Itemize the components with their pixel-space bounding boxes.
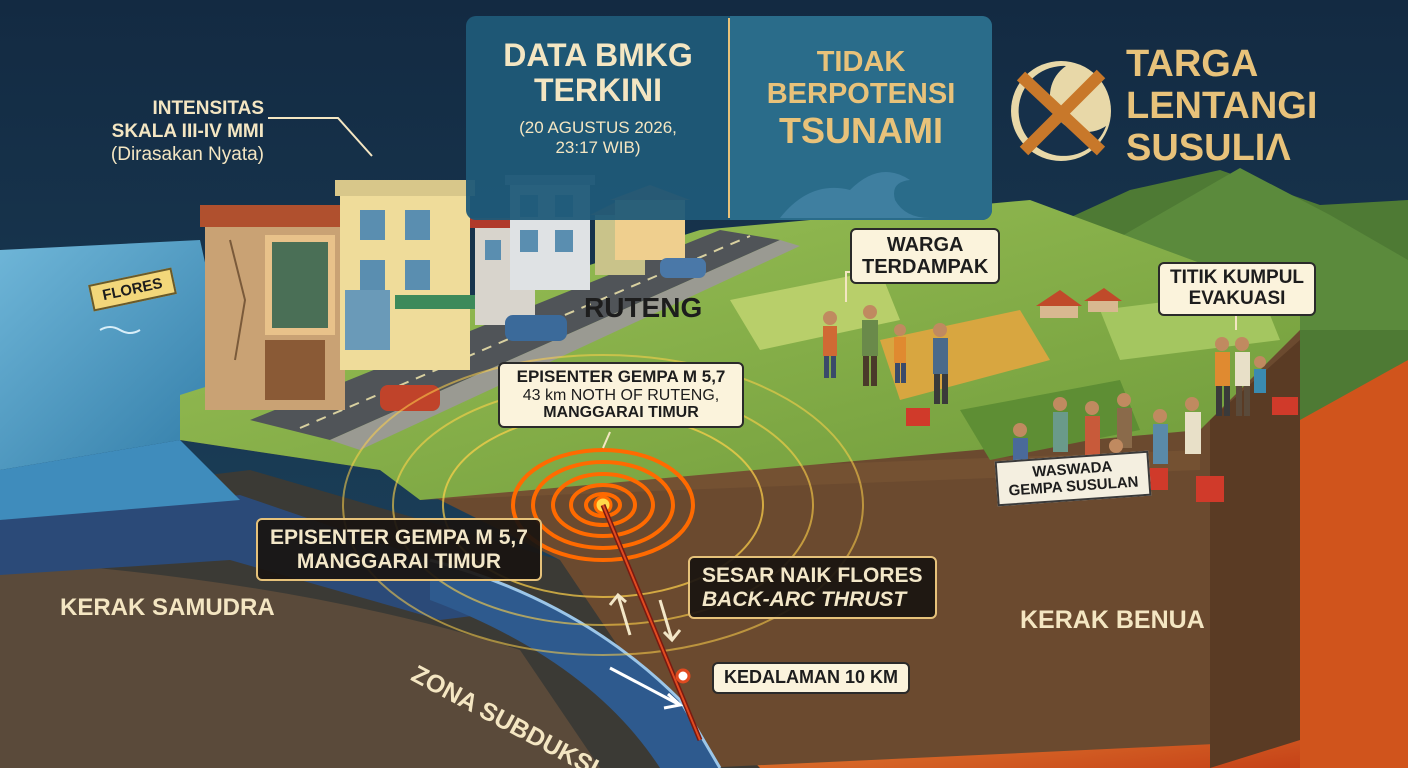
brand-line1: TARGA	[1126, 43, 1259, 85]
fault-arrow-icon	[608, 592, 682, 643]
mantle-right	[1300, 360, 1408, 768]
sesar-line2: BACK-ARC THRUST	[702, 587, 907, 611]
epicenter-rings	[511, 448, 695, 562]
waspada-group	[1013, 393, 1224, 502]
epicenter-left-line2: MANGGARAI TIMUR	[296, 549, 502, 573]
bmkg-title-line1: DATA BMKG	[503, 37, 693, 73]
road-line	[299, 235, 751, 429]
header-divider	[728, 18, 730, 218]
kedalaman-label: KEDALAMAN 10 KM	[724, 667, 899, 687]
field-dark	[960, 380, 1140, 460]
sesar-line1: SESAR NAIK FLORES	[702, 564, 923, 587]
intensity-label: INTENSITAS SKALA III-IV MMI (Dirasakan N…	[60, 98, 264, 166]
car-blue-2	[660, 258, 706, 278]
epicenter-left-line1: EPISENTER GEMPA M 5,7	[270, 526, 528, 549]
oceanic-crust-band	[0, 560, 600, 768]
earthquake-logo-icon	[1011, 61, 1111, 161]
brand-name: TARGA LENTANGI SUSULIΛ	[1126, 43, 1396, 169]
town-ruteng	[200, 175, 690, 410]
continental-crust-side	[1210, 340, 1300, 768]
tsunami-status: TIDAK BERPOTENSI TSUNAMI	[732, 46, 990, 151]
field-yellow	[880, 310, 1050, 400]
bmkg-title-line2: TERKINI	[534, 72, 662, 109]
warga-line2: TERDAMPAK	[862, 256, 989, 278]
tsunami-line1: TIDAK	[816, 46, 906, 78]
intensity-line1: INTENSITAS	[152, 98, 264, 119]
warga-terdampak-callout: WARGA TERDAMPAK	[850, 228, 1001, 284]
kerak-samudra-label: KERAK SAMUDRA	[60, 594, 275, 621]
warga-line1: WARGA	[886, 234, 964, 256]
bmkg-title: DATA BMKG TERKINI	[470, 37, 726, 109]
epicenter-top-line2: 43 km NOTH OF RUTENG,	[522, 386, 720, 404]
field-light	[730, 270, 900, 350]
epicenter-top-callout: EPISENTER GEMPA M 5,7 43 km NOTH OF RUTE…	[498, 362, 744, 428]
subduction-slab	[430, 560, 720, 768]
titik-line1: TITIK KUMPUL	[1170, 267, 1305, 288]
hypocenter-marker	[675, 668, 691, 684]
affected-residents	[823, 305, 948, 426]
subduction-arrow	[609, 666, 681, 707]
tsunami-line3: TSUNAMI	[779, 109, 943, 151]
titik-kumpul-callout: TITIK KUMPUL EVAKUASI	[1158, 262, 1317, 316]
epicenter-top-line3: MANGGARAI TIMUR	[543, 404, 699, 422]
sesar-box: SESAR NAIK FLORES BACK-ARC THRUST	[688, 556, 937, 620]
wave-icon	[780, 172, 930, 218]
ruteng-label: RUTENG	[584, 292, 703, 323]
titik-line2: EVAKUASI	[1188, 287, 1286, 309]
bmkg-date-line1: (20 AGUSTUS 2026,	[519, 118, 677, 137]
car-blue	[505, 315, 567, 341]
bmkg-date-line2: 23:17 WIB)	[555, 138, 641, 158]
tsunami-line2: BERPOTENSI	[766, 78, 956, 111]
evacuation-group	[1215, 337, 1298, 416]
brand-line2: LENTANGI	[1126, 84, 1318, 127]
road-shoulder	[330, 240, 800, 450]
kerak-benua-label: KERAK BENUA	[1020, 606, 1205, 634]
intensity-line3: (Dirasakan Nyata)	[110, 143, 264, 165]
intensity-line2: SKALA III-IV MMI	[111, 120, 264, 142]
brand-line3: SUSULIΛ	[1126, 126, 1291, 169]
sea-ripple	[99, 326, 141, 334]
car-red	[380, 385, 440, 411]
first-aid-kit-icon	[906, 408, 930, 426]
kedalaman-callout: KEDALAMAN 10 KM	[712, 662, 911, 694]
sea-front	[0, 440, 240, 520]
epicenter-left-box: EPISENTER GEMPA M 5,7 MANGGARAI TIMUR	[256, 518, 542, 582]
epicenter-top-line1: EPISENTER GEMPA M 5,7	[516, 367, 726, 386]
bmkg-date: (20 AGUSTUS 2026, 23:17 WIB)	[470, 118, 726, 159]
